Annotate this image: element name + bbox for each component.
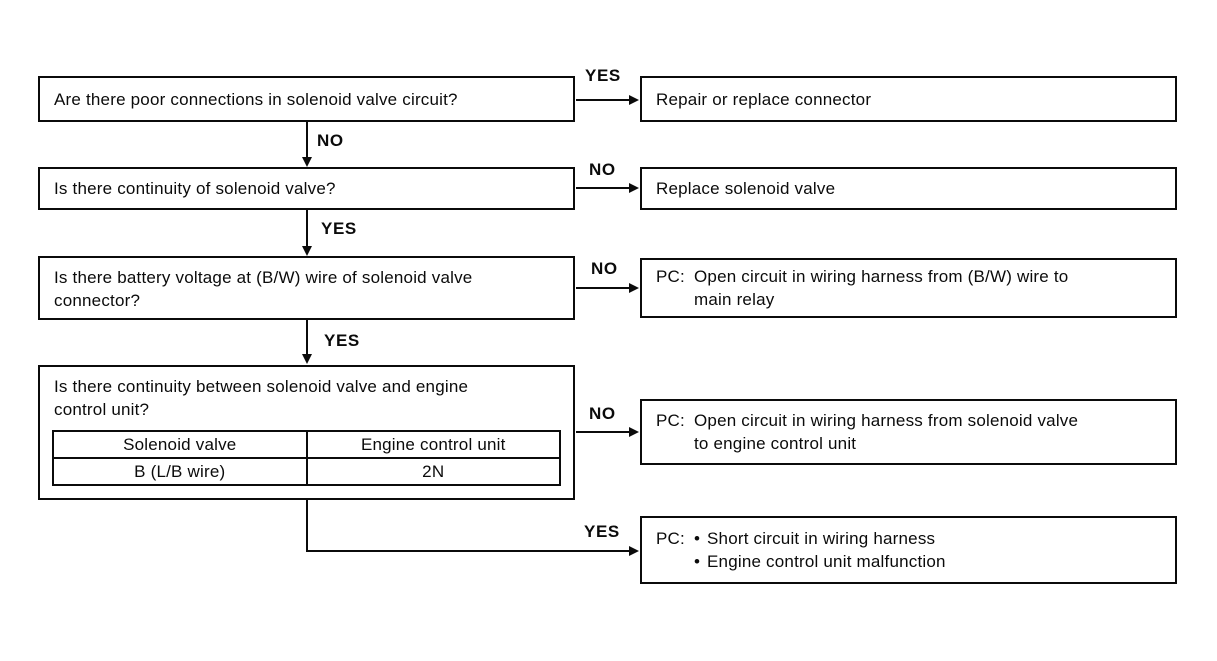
continuity-table: Solenoid valve Engine control unit B (L/…	[52, 430, 561, 486]
branch-label-q1-yes: YES	[585, 66, 621, 85]
question-box-1: Are there poor connections in solenoid v…	[38, 76, 575, 122]
table-value-solenoid-valve: B (L/B wire)	[52, 457, 308, 486]
question-box-4: Is there continuity between solenoid val…	[38, 365, 575, 500]
branch-label-q2-yes: YES	[321, 219, 357, 238]
pc-prefix-label: PC:	[656, 267, 685, 286]
result-3-text-line1: Open circuit in wiring harness from (B/W…	[694, 267, 1069, 286]
bullet-icon: •	[694, 552, 701, 571]
branch-label-q3-no: NO	[591, 259, 618, 278]
arrowhead-q2-right-icon	[629, 183, 639, 193]
result-2-text: Replace solenoid valve	[656, 179, 836, 198]
result-box-1: Repair or replace connector	[640, 76, 1177, 122]
arrowhead-q2-down-icon	[302, 246, 312, 256]
arrowhead-q4-right-icon	[629, 427, 639, 437]
table-value-engine-control-unit: 2N	[305, 457, 561, 486]
result-box-5: PC: • Short circuit in wiring harness • …	[640, 516, 1177, 584]
question-3-text-line1: Is there battery voltage at (B/W) wire o…	[54, 268, 473, 287]
arrowhead-q3-down-icon	[302, 354, 312, 364]
result-box-3: PC: Open circuit in wiring harness from …	[640, 258, 1177, 318]
arrowhead-q4-down-icon	[629, 546, 639, 556]
connector-q4-down-line	[306, 500, 632, 552]
question-box-3: Is there battery voltage at (B/W) wire o…	[38, 256, 575, 320]
result-4-text-line2: to engine control unit	[694, 434, 857, 453]
result-4-text-line1: Open circuit in wiring harness from sole…	[694, 411, 1079, 430]
branch-label-q4-no: NO	[589, 404, 616, 423]
table-row: B (L/B wire) 2N	[52, 457, 561, 486]
question-box-2: Is there continuity of solenoid valve?	[38, 167, 575, 210]
result-box-4: PC: Open circuit in wiring harness from …	[640, 399, 1177, 465]
question-4-text-line1: Is there continuity between solenoid val…	[54, 377, 469, 396]
result-box-2: Replace solenoid valve	[640, 167, 1177, 210]
question-1-text: Are there poor connections in solenoid v…	[54, 89, 458, 109]
bullet-icon: •	[694, 529, 701, 548]
result-5-bullet-2: Engine control unit malfunction	[707, 552, 946, 571]
question-2-text: Is there continuity of solenoid valve?	[54, 179, 336, 198]
branch-label-q2-no: NO	[589, 160, 616, 179]
question-3-text-line2: connector?	[54, 291, 141, 310]
result-5-bullet-1: Short circuit in wiring harness	[707, 529, 936, 548]
pc-prefix-label: PC:	[656, 411, 685, 430]
table-row: Solenoid valve Engine control unit	[52, 430, 561, 459]
pc-prefix-label: PC:	[656, 529, 685, 548]
arrowhead-q1-down-icon	[302, 157, 312, 167]
table-header-engine-control-unit: Engine control unit	[305, 430, 561, 459]
branch-label-q1-no: NO	[317, 131, 344, 150]
result-1-text: Repair or replace connector	[656, 89, 872, 109]
result-3-text-line2: main relay	[694, 290, 775, 309]
branch-label-q4-yes: YES	[584, 522, 620, 541]
question-4-text-line2: control unit?	[54, 400, 150, 419]
arrowhead-q3-right-icon	[629, 283, 639, 293]
branch-label-q3-yes: YES	[324, 331, 360, 350]
table-header-solenoid-valve: Solenoid valve	[52, 430, 308, 459]
arrowhead-q1-right-icon	[629, 95, 639, 105]
